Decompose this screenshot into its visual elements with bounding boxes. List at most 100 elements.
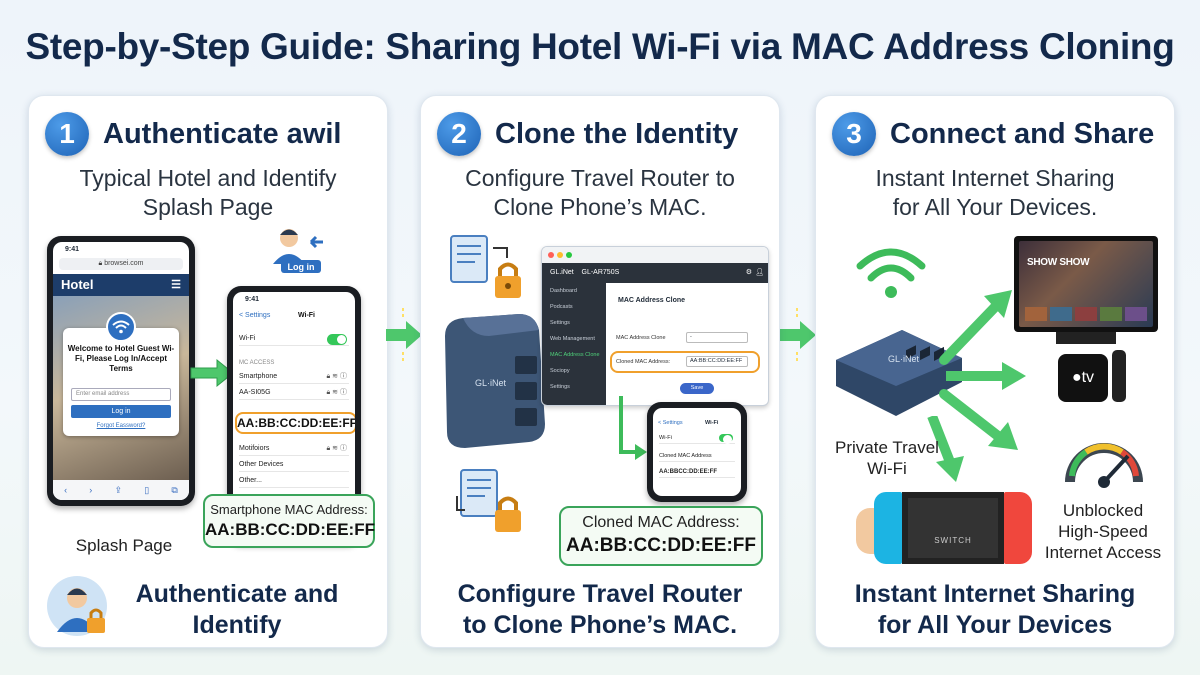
sidebar-item[interactable]: Dashboard — [550, 288, 577, 294]
step-1-subtitle: Typical Hotel and Identify Splash Page — [29, 164, 387, 222]
wifi-lock-icon: 🔒︎ ≋ ⓘ — [326, 373, 347, 380]
network-row[interactable]: Other... — [239, 474, 349, 488]
smart-tv: SHOW SHOW — [1014, 236, 1158, 332]
menu-icon[interactable]: ☰ — [171, 279, 181, 291]
callout-value: AA:BB:CC:DD:EE:FF — [205, 520, 375, 539]
forward-icon[interactable]: › — [89, 485, 93, 495]
step-2-subtitle: Configure Travel Router to Clone Phone’s… — [421, 164, 779, 222]
arrow-down-right-icon — [619, 396, 647, 460]
router-brand-label: GL·iNet — [888, 354, 920, 364]
network-row[interactable]: Smartphone🔒︎ ≋ ⓘ — [239, 370, 349, 384]
network-row[interactable]: Motifoiors🔒︎ ≋ ⓘ — [239, 442, 349, 456]
cloned-mac-value: AA:BBCC:DD:EE:FF — [659, 466, 735, 478]
speed-label-line: Internet Access — [1044, 543, 1162, 562]
email-field[interactable]: Enter email address — [71, 388, 171, 401]
step-1-footer-line: Authenticate and — [135, 580, 339, 608]
hotel-phone-screen: 9:41 🔒︎ browsei.com Hotel ☰ Welcome to H… — [53, 242, 189, 500]
speed-label: Unblocked High-Speed Internet Access — [1038, 500, 1168, 563]
tv-title: SHOW SHOW — [1027, 257, 1090, 268]
browser-toolbar: ‹ › ⇪ ▯ ⧉ — [53, 480, 189, 500]
callout-label: Smartphone MAC Address: — [210, 502, 368, 517]
document-lock-icon — [456, 469, 521, 532]
wifi-icon — [106, 312, 136, 342]
step-3-title: Connect and Share — [890, 117, 1155, 150]
mac-address-highlight: AA:BB:CC:DD:EE:FF — [235, 412, 355, 434]
wifi-toggle[interactable] — [327, 334, 347, 345]
settings-icon[interactable]: ⚙ — [745, 269, 752, 276]
step-3-number: 3 — [832, 112, 876, 156]
apple-tv-label: tv — [1081, 369, 1095, 386]
url-bar[interactable]: 🔒︎ browsei.com — [59, 258, 183, 270]
tabs-icon[interactable]: ⧉ — [171, 484, 178, 495]
network-name: Other... — [239, 477, 262, 484]
network-name: AA-SI05G — [239, 389, 271, 396]
step-2-number: 2 — [437, 112, 481, 156]
page-title: Step-by-Step Guide: Sharing Hotel Wi-Fi … — [25, 26, 1175, 67]
mac-clone-select[interactable]: - — [686, 332, 748, 343]
network-row[interactable]: AA-SI05G 🔒︎ ≋ ⓘ — [239, 386, 349, 400]
step-1-header: 1 Authenticate awil — [45, 112, 342, 156]
wifi-lock-icon: 🔒︎ ≋ ⓘ — [326, 389, 347, 396]
dashboard-main: MAC Address Clone MAC Address Clone - Cl… — [610, 287, 766, 403]
sidebar-item[interactable]: Sociopy — [550, 368, 570, 374]
settings-nav: < Settings Wi-Fi — [239, 312, 349, 319]
wifi-label: Wi-Fi — [659, 435, 672, 441]
splash-page-caption: Splash Page — [75, 536, 173, 555]
network-name: Motifoiors — [239, 445, 270, 452]
speed-label-line: High-Speed — [1058, 522, 1148, 541]
step-3-subtitle: Instant Internet Sharing for All Your De… — [816, 164, 1174, 222]
window-titlebar — [542, 247, 768, 263]
tv-screen: SHOW SHOW — [1019, 241, 1153, 327]
login-badge-label: Log in — [288, 262, 315, 272]
login-card: Welcome to Hotel Guest Wi-Fi, Please Log… — [63, 312, 179, 436]
user-lock-icon — [47, 576, 107, 636]
callout-value: AA:BB:CC:DD:EE:FF — [566, 535, 756, 556]
user-icon[interactable]: 👤︎ — [755, 269, 764, 276]
step-3-footer: Instant Internet Sharing for All Your De… — [816, 579, 1174, 641]
settings-header: Wi-Fi — [297, 312, 315, 319]
sidebar-item[interactable]: Podcasts — [550, 304, 573, 310]
settings-back-link[interactable]: < Settings — [239, 312, 271, 319]
back-icon[interactable]: ‹ — [64, 485, 68, 495]
forgot-password-link[interactable]: Forgot Eassword? — [96, 423, 146, 429]
game-console: SWITCH — [856, 492, 1032, 564]
save-button[interactable]: Save — [680, 383, 714, 394]
step-2-footer: Configure Travel Router to Clone Phone’s… — [421, 579, 779, 641]
dashboard-brand: GL.iNet — [550, 269, 574, 276]
step-2-title: Clone the Identity — [495, 117, 739, 150]
tv-remote — [1112, 350, 1126, 402]
minimize-icon[interactable] — [557, 252, 563, 258]
step-1-footer: Authenticate and Identify — [87, 579, 387, 641]
cloned-phone: < Settings Wi-Fi Wi-Fi Cloned MAC Addres… — [647, 402, 747, 502]
close-icon[interactable] — [548, 252, 554, 258]
network-name: Other Devices — [239, 461, 284, 468]
router-brand-label: GL·iNet — [475, 378, 507, 388]
settings-back-link[interactable]: < Settings — [658, 420, 683, 426]
private-wifi-line: Wi-Fi — [867, 459, 907, 478]
cloned-mac-field[interactable]: AA:BB:CC:DD:EE:FF — [686, 356, 748, 367]
dashboard-brand-bar: GL.iNet GL-AR750S ⚙ 👤︎ — [542, 263, 768, 283]
sidebar-item-mac-clone[interactable]: MAC Address Clone — [550, 352, 600, 358]
maximize-icon[interactable] — [566, 252, 572, 258]
wifi-label: Wi-Fi — [239, 335, 256, 342]
dashboard-sidebar: Dashboard Podcasts Settings Web Manageme… — [542, 283, 606, 405]
wifi-toggle[interactable] — [719, 434, 733, 444]
cloned-mac-callout: Cloned MAC Address: AA:BB:CC:DD:EE:FF — [559, 506, 763, 566]
step-3-subtitle-line: for All Your Devices. — [892, 194, 1098, 220]
bookmarks-icon[interactable]: ▯ — [144, 484, 150, 495]
step-2-footer-line: to Clone Phone’s MAC. — [462, 611, 738, 639]
private-wifi-line: Private Travel — [835, 438, 939, 457]
hotel-brand: Hotel — [61, 277, 94, 292]
share-icon[interactable]: ⇪ — [114, 484, 123, 495]
private-wifi-label: Private Travel Wi-Fi — [822, 437, 952, 479]
step-1-number: 1 — [45, 112, 89, 156]
sidebar-item[interactable]: Web Management — [550, 336, 595, 342]
sidebar-item[interactable]: Settings — [550, 384, 570, 390]
step-3-footer-line: for All Your Devices — [877, 611, 1113, 639]
sidebar-item[interactable]: Settings — [550, 320, 570, 326]
status-time: 9:41 — [245, 296, 260, 303]
wifi-toggle-row: Wi-Fi — [659, 432, 735, 444]
login-button[interactable]: Log in — [71, 405, 171, 418]
network-row[interactable]: Other Devices — [239, 458, 349, 472]
tv-thumbnails — [1025, 307, 1147, 321]
